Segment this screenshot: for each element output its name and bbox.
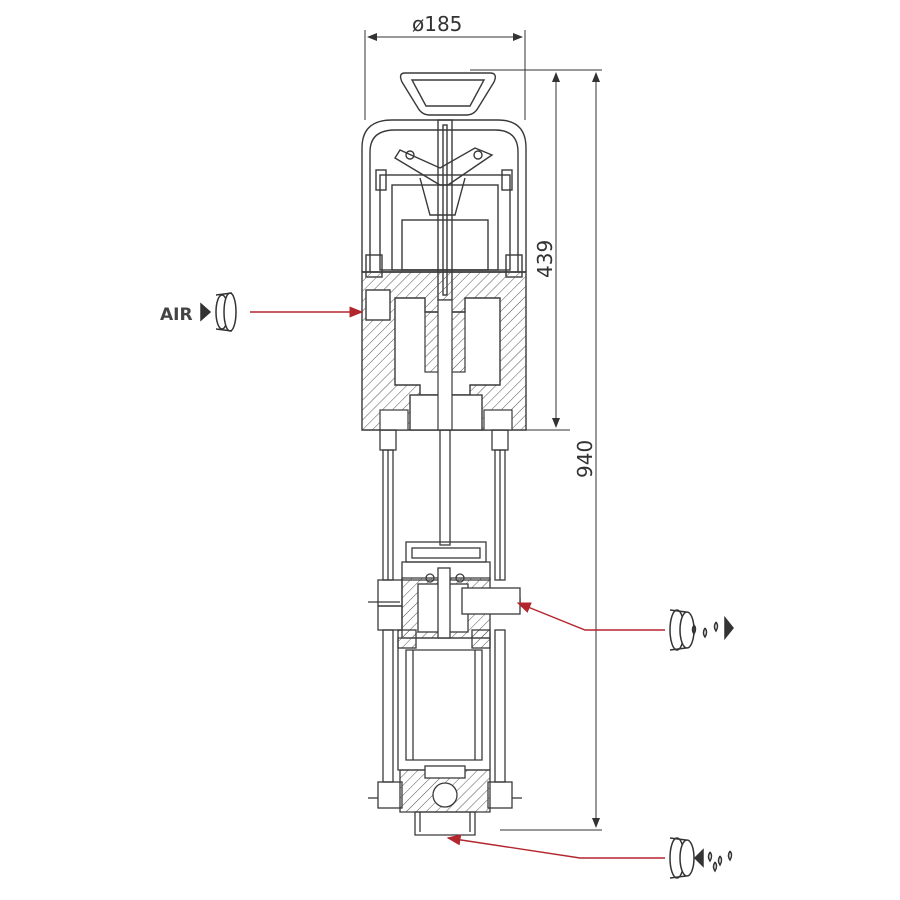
dimension-motor-height <box>470 69 602 431</box>
pump-tube <box>382 629 506 783</box>
diameter-label: ø185 <box>412 12 462 36</box>
air-inlet-coupling-icon <box>200 292 237 332</box>
lifting-handle <box>399 72 497 116</box>
motor-cover <box>361 119 527 272</box>
total-height-label: 940 <box>573 440 597 478</box>
fluid-outlet-coupling-icon <box>669 609 734 651</box>
dimension-total-height <box>500 72 602 831</box>
air-motor <box>361 72 527 301</box>
fluid-outlet-callout <box>516 602 665 631</box>
fluid-inlet-callout <box>446 834 665 859</box>
fluid-inlet-coupling-icon <box>669 837 733 879</box>
motor-height-label: 439 <box>533 240 557 278</box>
pump-head <box>368 541 521 639</box>
air-inlet-label: AIR <box>160 305 193 325</box>
foot-valve <box>368 765 522 836</box>
dimension-diameter <box>364 30 526 120</box>
piston-rod <box>439 429 451 546</box>
motor-base-section <box>361 271 527 431</box>
